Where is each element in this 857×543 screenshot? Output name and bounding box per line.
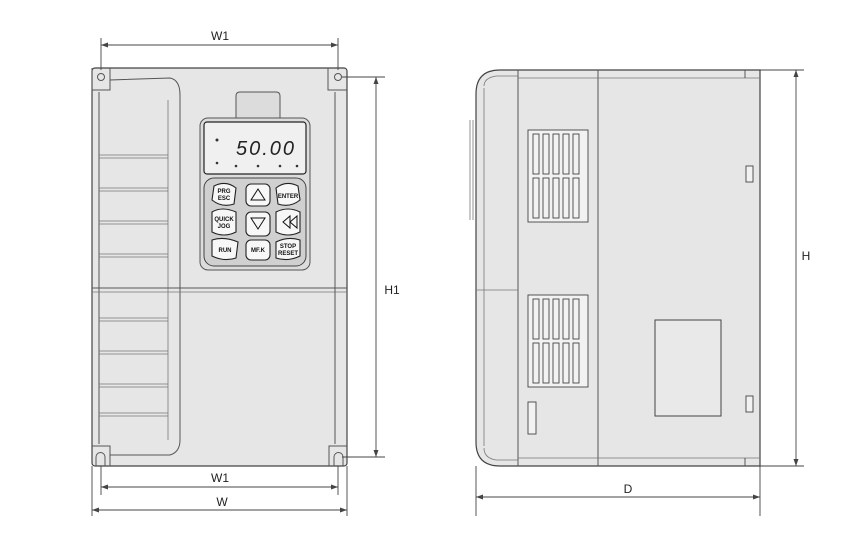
stop-reset-key[interactable]: STOP RESET [275,237,301,261]
shift-double-left-icon [282,214,298,230]
side-cover-curve-top [483,75,518,87]
quick-label: QUICK [214,217,234,223]
w1-top-label: W1 [211,29,229,43]
arrow-down-icon [250,217,266,230]
side-vent-upper [527,129,589,223]
quick-jog-key[interactable]: QUICK JOG [211,208,237,236]
up-key[interactable] [245,183,271,207]
enter-label: ENTER [278,194,299,200]
h1-label: H1 [384,283,400,297]
mount-hole-top-right [334,73,342,81]
front-vent-ribs [99,100,169,440]
d-label: D [624,482,633,496]
nameplate-area [654,319,722,417]
enter-key[interactable]: ENTER [275,182,301,206]
display-readout: 50.00 [236,138,296,160]
h-label: H [802,249,811,263]
keypad: 50.00 PRG ESC ENTER [199,117,311,271]
mount-hole-top-left [97,73,105,81]
keypad-display-window [203,121,307,175]
side-dimensions: H D [475,69,811,516]
clip-upper [745,165,754,183]
run-key[interactable]: RUN [211,237,239,261]
w1-bottom-label: W1 [211,471,229,485]
display-indicator [215,138,219,142]
arrow-up-icon [250,188,266,201]
front-dimensions: W1 H1 W1 W [91,29,400,516]
esc-label: ESC [218,196,231,202]
front-cover-left-edge [109,77,181,456]
side-slot [527,401,537,435]
side-vent-lower [527,294,589,388]
run-label: RUN [219,248,232,254]
mfk-label: MF.K [251,248,266,254]
prg-esc-key[interactable]: PRG ESC [211,182,237,206]
clip-lower [745,395,754,413]
mfk-key[interactable]: MF.K [245,239,271,261]
keypad-tab [235,91,281,119]
stop-label: STOP [280,244,296,250]
prg-label: PRG [217,189,230,195]
side-cover-curve-bottom [483,447,518,461]
side-view [469,69,761,467]
jog-label: JOG [218,224,231,230]
down-key[interactable] [245,211,271,237]
shift-key[interactable] [275,208,301,236]
reset-label: RESET [278,251,298,257]
front-view: 50.00 PRG ESC ENTER [91,67,348,467]
mount-slot-bottom-left [95,452,106,466]
mount-ear-bottom-right [328,445,347,466]
mount-ear-top-left [91,68,111,91]
mount-ear-top-right [327,68,347,91]
w-label: W [216,495,228,509]
led-row [215,161,299,168]
